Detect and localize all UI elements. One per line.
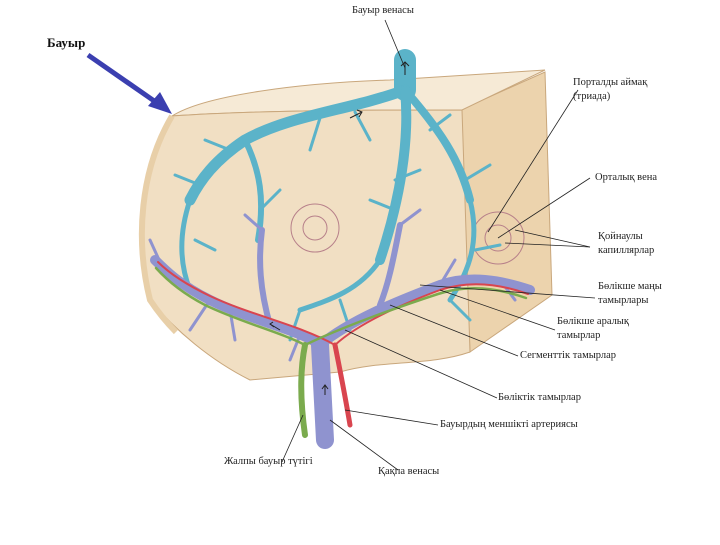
label-portal-vein: Қақпа венасы — [378, 466, 440, 477]
leader-sinusoid-b — [514, 229, 591, 248]
leader-lobar — [344, 329, 498, 399]
label-interlobular: Бөлікше аралық тамырлар — [557, 315, 629, 343]
leader-intralobular — [419, 284, 596, 299]
label-sinusoids-line1: Қойнаулы — [598, 231, 643, 242]
pointer-head — [148, 92, 172, 114]
hepatic-vein-branch — [184, 84, 411, 206]
label-portal-zone-line2: (триада) — [573, 91, 611, 102]
leader-segmental — [389, 304, 519, 357]
label-hepatic-vein: Бауыр венасы — [352, 5, 414, 16]
portal-vein-branch — [257, 227, 273, 328]
pointer-shaft — [86, 52, 162, 108]
flow-arrow — [269, 321, 281, 331]
bile-duct-branch — [154, 266, 307, 347]
flow-arrow — [400, 61, 410, 75]
leader-bile-duct — [281, 414, 304, 463]
label-sinusoids: Қойнаулы капиллярлар — [598, 230, 654, 258]
label-bile-duct: Жалпы бауыр түтігі — [224, 456, 313, 467]
leader-interlobular — [439, 289, 556, 331]
lobule-right-inner — [484, 224, 512, 252]
portal-vein-branch — [377, 222, 403, 308]
leader-central-vein — [497, 177, 591, 239]
label-central-vein: Орталық вена — [595, 172, 658, 183]
label-intralobular-line2: тамырлары — [598, 295, 649, 306]
portal-vein-twig — [148, 208, 517, 362]
label-interlobular-line2: тамырлар — [557, 330, 601, 341]
label-segmental: Сегменттік тамырлар — [520, 350, 617, 361]
diagram-title: Бауыр — [47, 35, 86, 50]
label-sinusoids-line2: капиллярлар — [598, 245, 655, 256]
lobule-left-inner — [302, 215, 328, 241]
hepatic-vein-branch — [297, 257, 383, 313]
label-lobar: Бөліктік тамырлар — [498, 392, 581, 403]
hepatic-vein-branch — [401, 86, 474, 204]
hepatic-artery-tree — [157, 261, 529, 428]
label-portal-zone: Порталды аймақ (триада) — [573, 76, 647, 104]
label-intralobular: Бөлікше маңы тамырлары — [598, 280, 662, 308]
hepatic-lobules — [290, 203, 525, 265]
leader-portal-zone — [487, 89, 579, 233]
leader-hepatic-vein — [384, 19, 406, 69]
leader-hepatic-artery — [344, 409, 439, 426]
flow-arrow — [349, 109, 363, 119]
label-interlobular-line1: Бөлікше аралық — [557, 316, 629, 327]
label-intralobular-line1: Бөлікше маңы — [598, 281, 662, 292]
hepatic-vein-twig — [173, 110, 502, 342]
liver-left-rim — [138, 114, 179, 335]
flow-arrow — [321, 384, 329, 395]
flow-arrows — [269, 61, 410, 395]
lobule-left — [290, 203, 340, 253]
portal-vein-trunk — [311, 336, 334, 449]
leader-lines — [281, 19, 596, 471]
liver-pointer — [86, 52, 172, 114]
hepatic-vein-branch — [375, 85, 412, 265]
label-hepatic-artery: Бауырдың меншікті артериясы — [440, 419, 578, 430]
hepatic-artery-trunk — [332, 342, 353, 428]
hepatic-artery-branch — [157, 261, 336, 346]
label-portal-zone-line1: Порталды аймақ — [573, 77, 648, 88]
hepatic-artery-branch — [334, 283, 529, 346]
liver-block — [138, 69, 553, 381]
leader-portal-vein — [329, 419, 399, 471]
common-hepatic-duct — [298, 342, 308, 438]
leader-sinusoid-a — [504, 242, 591, 248]
